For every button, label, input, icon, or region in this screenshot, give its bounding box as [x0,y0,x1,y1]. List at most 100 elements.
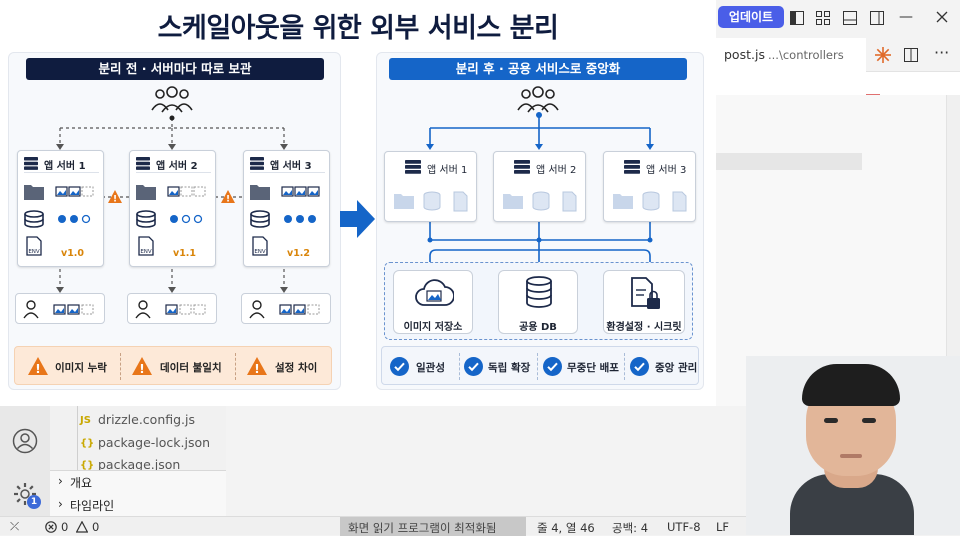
server-label: 앱 서버 2 [156,161,198,172]
user-images-icon [23,300,94,319]
file-item[interactable]: drizzle.config.js [98,412,196,427]
section-outline[interactable]: 개요 [70,476,93,490]
svg-text:!: ! [35,362,40,375]
tab-file-name: post.js [724,47,765,62]
client-box [15,293,105,324]
server-icon [405,160,421,174]
remote-icon[interactable]: ⤫ [10,519,20,533]
cloud-image-icon [415,279,454,306]
after-header: 분리 후 · 공용 서비스로 중앙화 [389,58,687,80]
service-label: 이미지 저장소 [403,322,463,333]
presenter-eye [824,418,838,423]
warning-count[interactable]: 0 [92,520,100,534]
warning-item: 설정 차이 [275,362,318,374]
presenter-eye [862,418,876,423]
update-button[interactable]: 업데이트 [718,6,784,28]
explorer-file-list [50,406,226,470]
indentation[interactable]: 공백: 4 [612,521,649,535]
version-label: v1.0 [61,248,85,259]
server-contents-icons: ENV [136,185,206,256]
editor-content [716,72,960,102]
warnings-bar: ! 이미지 누락 ! 데이터 불일치 ! 설정 차이 [14,346,332,385]
benefit-item: 일관성 [416,362,445,374]
server-label: 앱 서버 1 [427,165,468,176]
check-circle-icon [390,357,409,376]
more-actions-icon[interactable]: ··· [934,43,950,62]
json-file-icon: {} [80,438,95,449]
warning-icon[interactable] [76,521,88,533]
status-bar: ⤫ 0 0 화면 읽기 프로그램이 최적화됨 줄 4, 열 46 공백: 4 U… [0,516,960,536]
copilot-sparkle-icon[interactable] [874,46,892,64]
json-file-icon: {} [80,460,95,471]
line-highlight [716,153,862,170]
editor-tab-bar: post.js ...\controllers ··· [716,38,960,72]
js-file-icon: JS [80,415,91,426]
error-count[interactable]: 0 [61,520,69,534]
config-secrets-service: 환경설정 · 시크릿 [603,270,685,334]
svg-text:!: ! [254,362,259,375]
user-images-icon [249,300,320,319]
users-icon [151,86,193,113]
server-contents-icons: ENV [250,185,320,256]
presenter-hair [802,364,900,406]
arrow-right-icon [340,200,375,238]
service-label: 공용 DB [519,322,557,333]
toggle-secondary-sidebar-icon[interactable] [870,11,884,25]
toggle-primary-sidebar-icon[interactable] [790,11,804,25]
editor-body [716,95,960,406]
warning-item: 데이터 불일치 [160,362,222,374]
version-label: v1.1 [173,248,197,259]
screen-reader-mode[interactable]: 화면 읽기 프로그램이 최적화됨 [340,517,526,536]
line-ending[interactable]: LF [716,520,730,534]
client-box [241,293,331,324]
file-item[interactable]: package.json [98,457,181,470]
encoding[interactable]: UTF-8 [667,520,701,534]
document-lock-icon [631,277,660,309]
svg-text:ENV: ENV [28,249,40,255]
section-timeline[interactable]: 타임라인 [70,499,115,513]
account-icon[interactable] [12,428,38,454]
warning-icon: ! [28,357,48,375]
warning-icon: ! [221,190,235,203]
split-editor-icon[interactable] [904,48,918,62]
activity-bar: 1 [0,406,50,516]
svg-text:ENV: ENV [254,249,266,255]
image-storage-service: 이미지 저장소 [393,270,473,334]
slide-title: 스케일아웃을 위한 외부 서비스 분리 [157,13,559,44]
warning-icon: ! [132,357,152,375]
server-icon [624,160,640,174]
screen-reader-label: 화면 읽기 프로그램이 최적화됨 [348,521,497,535]
cursor-position[interactable]: 줄 4, 열 46 [537,521,595,535]
check-circle-icon [464,357,483,376]
warning-item: 이미지 누락 [55,362,107,374]
client-box [127,293,217,324]
check-circle-icon [543,357,562,376]
benefit-item: 무중단 배포 [567,362,619,374]
chevron-right-icon[interactable]: › [58,497,63,511]
faded-resources-icon [503,191,577,212]
customize-layout-icon[interactable] [816,11,830,25]
server-label: 앱 서버 2 [536,165,577,176]
user-images-icon [135,300,206,319]
error-icon[interactable] [45,521,57,533]
benefits-bar: 일관성 독립 확장 무중단 배포 중앙 관리 [381,346,699,385]
server-label: 앱 서버 3 [646,165,687,176]
minimize-icon[interactable]: — [899,9,913,25]
server-contents-icons: ENV [24,185,94,256]
server-icon [24,157,38,170]
toggle-panel-icon[interactable] [843,11,857,25]
app-server-3: 앱 서버 3 ENV v1.2 [243,150,330,267]
file-item[interactable]: package-lock.json [98,435,211,450]
editor-scrollbar[interactable] [946,95,960,406]
chevron-right-icon[interactable]: › [58,474,63,488]
before-connectors [56,115,288,293]
svg-text:ENV: ENV [140,249,152,255]
app-server-2: 앱 서버 2 [493,151,586,222]
service-label: 환경설정 · 시크릿 [606,322,682,333]
check-circle-icon [630,357,649,376]
svg-text:!: ! [113,195,117,204]
close-icon[interactable] [936,11,948,23]
tab-file-path: ...\controllers [768,48,844,62]
server-label: 앱 서버 1 [44,161,86,172]
editor-tab[interactable]: post.js ...\controllers [716,38,866,72]
